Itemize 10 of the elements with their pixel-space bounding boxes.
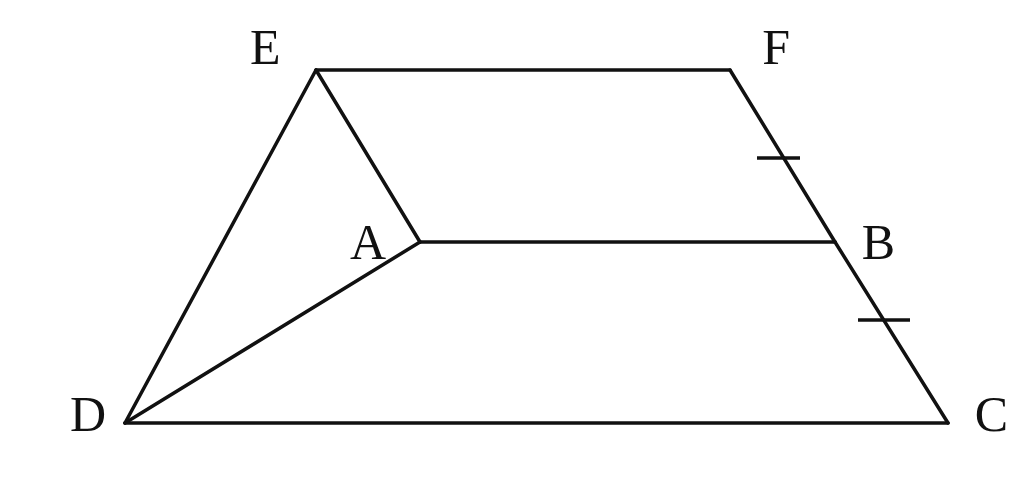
- point-label: A: [350, 217, 387, 267]
- line-segment: [314, 68, 732, 72]
- line-segment: [314, 68, 422, 244]
- point-label: D: [70, 389, 107, 439]
- line-segment: [123, 421, 950, 425]
- line-segment: [418, 240, 837, 244]
- point-label: C: [974, 389, 1008, 439]
- point-label: E: [250, 22, 281, 72]
- point-label: F: [762, 22, 790, 72]
- point-label: B: [861, 217, 895, 267]
